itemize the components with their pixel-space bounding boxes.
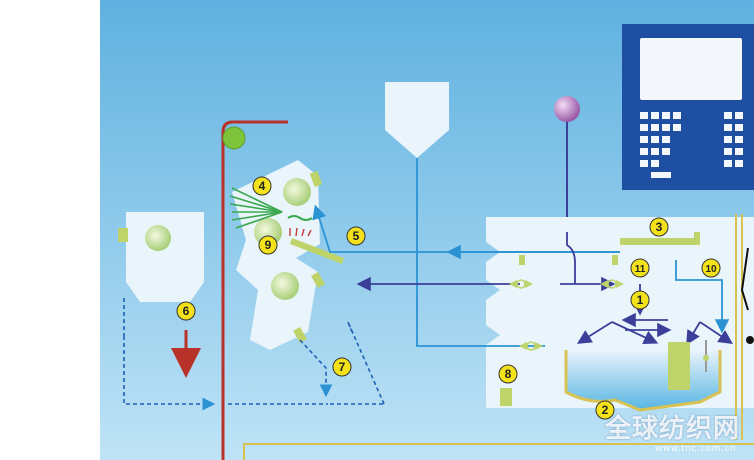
callout-circle	[176, 301, 196, 321]
callout-circle	[630, 290, 650, 310]
heat-arrows	[289, 227, 312, 237]
sensor-ball	[554, 96, 580, 232]
callout-label: 9	[265, 238, 272, 252]
callouts: 1 2 3 4 5 6 7 8 9 10 11	[176, 176, 721, 420]
tank-insert	[668, 342, 690, 390]
callout-circle	[252, 176, 272, 196]
belt-roller	[222, 126, 246, 150]
callout-label: 6	[183, 304, 190, 318]
right-edge-dot	[746, 336, 754, 344]
callout-circle	[346, 226, 366, 246]
callout-7: 7	[332, 357, 352, 377]
dashed-flow	[123, 298, 385, 411]
callout-3: 3	[649, 217, 669, 237]
hopper	[385, 82, 449, 158]
valves	[509, 255, 624, 351]
sample-block	[500, 388, 512, 406]
callout-1: 1	[630, 290, 650, 310]
feeder-unit	[118, 212, 204, 302]
control-panel	[622, 24, 754, 190]
callout-9: 9	[258, 235, 278, 255]
callout-11: 11	[630, 258, 650, 278]
callout-circle	[595, 400, 615, 420]
callout-circle	[701, 258, 721, 278]
callout-label: 10	[705, 264, 717, 275]
watermark-url: www.tnc.com.cn	[655, 444, 736, 454]
callout-circle	[258, 235, 278, 255]
belt	[221, 120, 288, 460]
white-margin	[0, 0, 100, 460]
callout-circle	[498, 364, 518, 384]
callout-label: 7	[339, 360, 346, 374]
spreader-bar	[620, 238, 700, 245]
wave-symbol	[287, 215, 313, 221]
spreader-bar-end	[694, 232, 700, 245]
callout-4: 4	[252, 176, 272, 196]
callout-label: 11	[635, 264, 646, 275]
callout-circle	[649, 217, 669, 237]
callout-label: 5	[353, 229, 360, 243]
callout-label: 8	[505, 367, 512, 381]
callout-2: 2	[595, 400, 615, 420]
level-probe-float	[703, 355, 709, 361]
tank	[564, 350, 722, 412]
callout-label: 4	[259, 179, 266, 193]
callout-label: 3	[656, 220, 663, 234]
watermark-text: 全球纺织网	[604, 414, 740, 444]
callout-5: 5	[346, 226, 366, 246]
callout-label: 1	[637, 293, 644, 307]
callout-circle	[630, 258, 650, 278]
spray-fan	[229, 187, 283, 229]
callout-circle	[332, 357, 352, 377]
flow-lines-light	[312, 158, 730, 347]
callout-6: 6	[176, 301, 196, 321]
callout-8: 8	[498, 364, 518, 384]
right-edge-element	[740, 247, 749, 311]
callout-label: 2	[602, 403, 609, 417]
callout-10: 10	[701, 258, 721, 278]
rail	[243, 214, 754, 460]
